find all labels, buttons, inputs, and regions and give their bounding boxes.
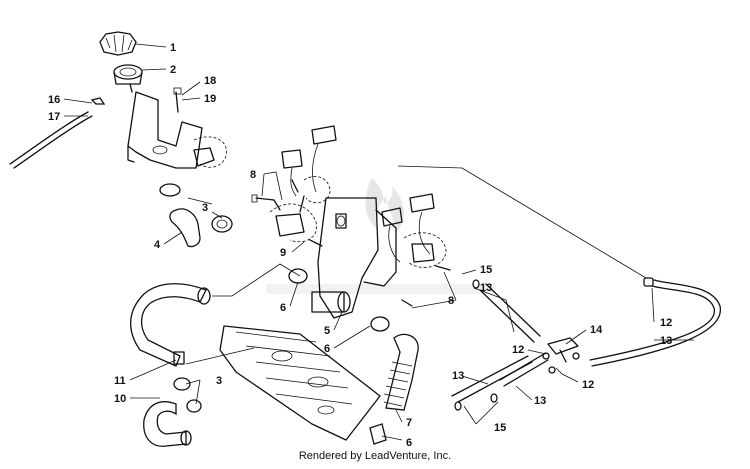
callout-11: 11	[114, 375, 126, 387]
callout-7: 7	[406, 417, 412, 429]
callout-6-upper: 6	[280, 302, 286, 314]
callout-3-upper: 3	[202, 202, 208, 214]
thermostat-housing	[269, 195, 397, 319]
callout-15-upper: 15	[480, 264, 492, 276]
callout-12-right: 12	[660, 317, 672, 329]
callout-17: 17	[48, 111, 60, 123]
cylinder-head	[219, 325, 381, 441]
callout-13-upper: 13	[480, 282, 492, 294]
lower-hose	[129, 283, 211, 367]
callout-15-lower: 15	[494, 422, 506, 434]
watermark-logo	[266, 178, 496, 294]
upper-elbow-hose	[159, 183, 233, 248]
callout-18: 18	[204, 75, 216, 87]
overflow-hose	[589, 277, 721, 367]
callout-6-middle: 6	[324, 343, 330, 355]
temperature-sensors	[281, 125, 447, 268]
fill-cap	[99, 31, 137, 56]
callout-6-lower: 6	[406, 437, 412, 449]
callout-16: 16	[48, 94, 60, 106]
corrugated-hose	[369, 333, 419, 445]
callout-10: 10	[114, 393, 126, 405]
leader-lines	[63, 43, 694, 441]
bolts	[251, 179, 451, 307]
callout-14: 14	[590, 324, 603, 336]
tee-fitting	[542, 337, 580, 374]
reference-lines	[185, 165, 647, 365]
callout-8-lower: 8	[448, 295, 454, 307]
bottom-hose	[143, 401, 192, 447]
vent-hose	[9, 97, 106, 169]
callout-13-lower-left: 13	[452, 370, 464, 382]
callout-12-bottom: 12	[582, 379, 594, 391]
mounting-bracket	[127, 87, 227, 169]
footer-credit: Rendered by LeadVenture, Inc.	[298, 450, 452, 462]
filler-neck	[113, 64, 143, 93]
callout-13-right: 13	[660, 335, 672, 347]
bypass-hoses	[451, 279, 549, 411]
callout-19: 19	[204, 93, 216, 105]
callout-5: 5	[324, 325, 330, 337]
callout-8-upper: 8	[250, 169, 256, 181]
callout-3-lower: 3	[216, 375, 222, 387]
callout-13-lower-right: 13	[534, 395, 546, 407]
callout-2: 2	[170, 64, 176, 76]
callout-labels: 1 2 18 19 16 17 8 3 4 9 6 5 6 15 13 8 14…	[48, 42, 672, 449]
callout-4: 4	[154, 239, 161, 251]
callout-9: 9	[280, 247, 286, 259]
callout-12-left: 12	[512, 344, 524, 356]
callout-1: 1	[170, 42, 176, 54]
